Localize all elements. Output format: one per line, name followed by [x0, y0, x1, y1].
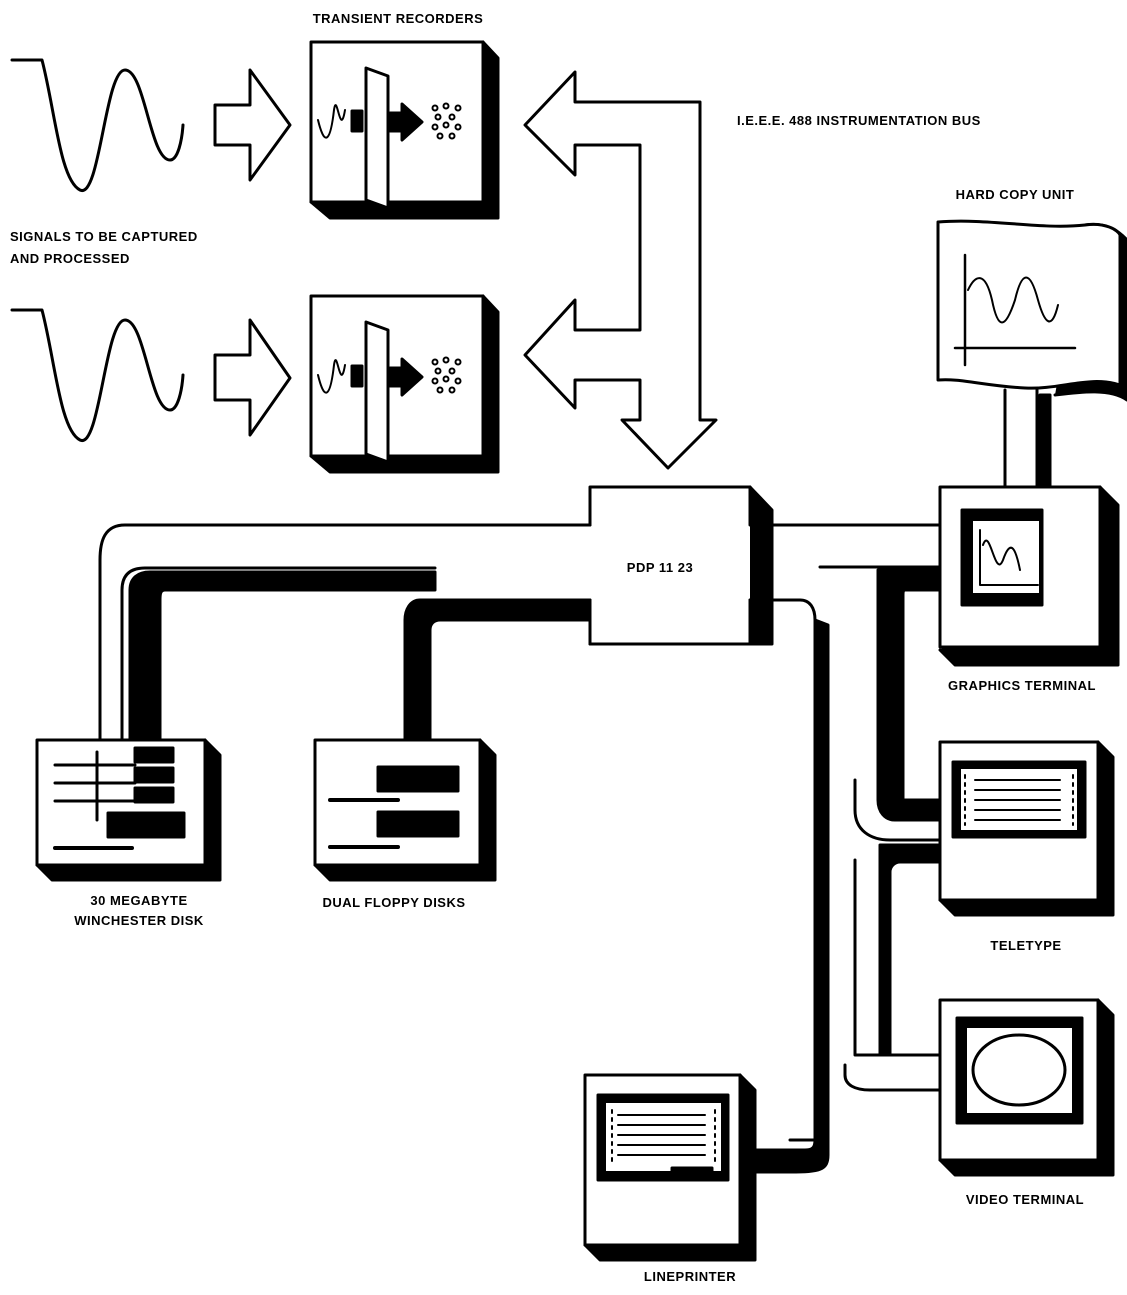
disk-icon	[35, 738, 222, 882]
video-screen-icon	[938, 998, 1115, 1177]
video-terminal-label: VIDEO TERMINAL	[965, 1192, 1085, 1207]
lineprinter-label: LINEPRINTER	[643, 1269, 737, 1284]
floppy-label: DUAL FLOPPY DISKS	[322, 895, 466, 910]
signals-label-line2: AND PROCESSED	[10, 251, 130, 266]
recorder-icon	[309, 40, 500, 220]
graphics-screen-icon	[938, 485, 1120, 667]
printer-paper-icon	[583, 1073, 757, 1262]
floppy-icon	[313, 738, 497, 882]
cable-left	[98, 523, 592, 742]
transient-recorders-label: TRANSIENT RECORDERS	[312, 11, 484, 26]
teletype-paper-icon	[938, 740, 1115, 917]
teletype-label: TELETYPE	[990, 938, 1062, 953]
arrow-right-icon	[213, 68, 292, 182]
graphics-terminal-label: GRAPHICS TERMINAL	[948, 678, 1096, 693]
bus-arrow-icon	[525, 72, 715, 470]
sine-wave-icon	[10, 308, 185, 442]
sine-wave-icon	[10, 58, 185, 192]
cpu-box	[558, 485, 774, 646]
signals-label-line1: SIGNALS TO BE CAPTURED	[10, 229, 198, 244]
winchester-label-line1: 30 MEGABYTE	[90, 893, 188, 908]
hard-copy-paper-icon	[936, 219, 1127, 489]
cpu-label: PDP 11 23	[626, 560, 694, 575]
ieee-bus-label: I.E.E.E. 488 INSTRUMENTATION BUS	[737, 113, 981, 128]
bus-arrow-icon	[523, 70, 718, 470]
winchester-label-line2: WINCHESTER DISK	[74, 913, 204, 928]
recorder-icon	[309, 294, 500, 474]
arrow-right-icon	[213, 318, 292, 437]
cable-right	[738, 523, 942, 1174]
hard-copy-unit-label: HARD COPY UNIT	[955, 187, 1075, 202]
